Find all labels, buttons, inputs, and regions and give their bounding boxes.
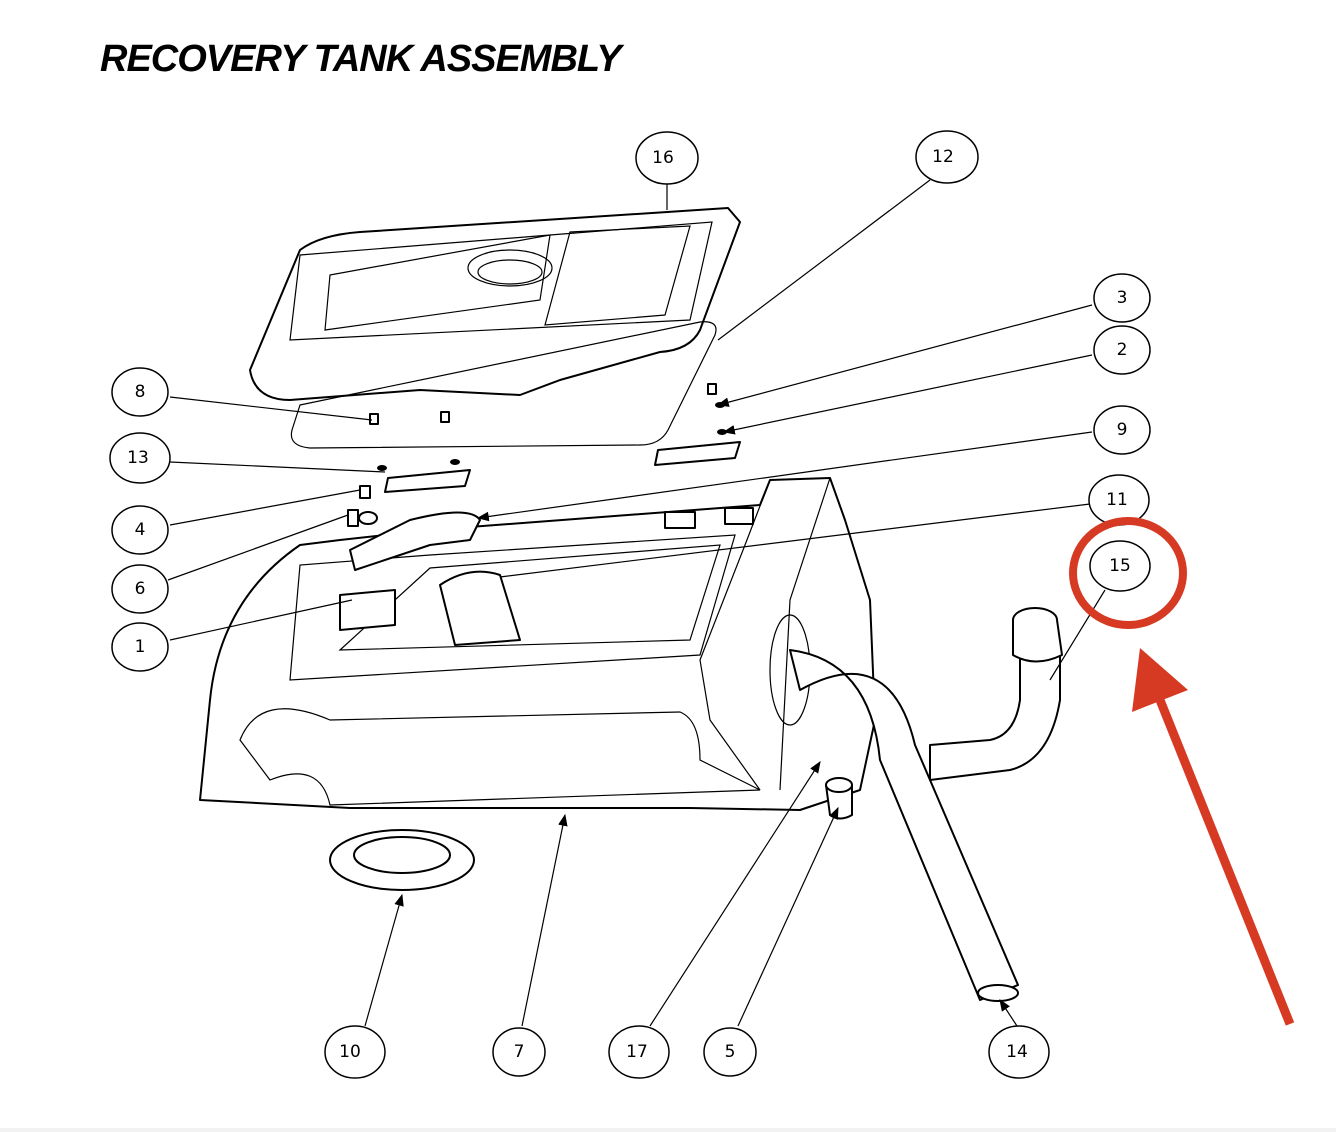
callout-12: 12 (915, 130, 979, 184)
callout-11: 11 (1088, 474, 1150, 526)
callout-label: 15 (1109, 556, 1131, 576)
callout-14: 14 (988, 1025, 1050, 1079)
callout-label: 13 (127, 448, 149, 468)
callout-6: 6 (111, 564, 169, 614)
callout-label: 11 (1106, 490, 1128, 510)
callout-label: 3 (1117, 288, 1128, 308)
plug-part (825, 777, 853, 820)
lid-part (249, 207, 741, 401)
callout-label: 14 (1006, 1042, 1028, 1062)
plate-part (654, 441, 741, 466)
highlight-circle (1069, 517, 1187, 629)
callout-17: 17 (608, 1025, 670, 1079)
callout-label: 16 (652, 148, 674, 168)
plate-part (384, 469, 471, 493)
callout-5: 5 (703, 1027, 757, 1077)
gasket-part (290, 321, 717, 449)
leader-lines (167, 179, 1106, 1027)
callout-label: 2 (1117, 340, 1128, 360)
page-bottom-edge (0, 1128, 1336, 1132)
highlight-annotation (1069, 517, 1295, 1026)
hose-part (789, 649, 1019, 1001)
diagram-title: RECOVERY TANK ASSEMBLY (100, 38, 622, 80)
highlight-arrow-shaft (1155, 698, 1295, 1026)
callout-label: 5 (725, 1042, 736, 1062)
callout-9: 9 (1093, 405, 1151, 455)
callout-2: 2 (1093, 325, 1151, 375)
callout-15: 15 (1089, 540, 1151, 592)
callout-label: 6 (135, 579, 146, 599)
callout-4: 4 (111, 505, 169, 555)
tank-body-part (199, 477, 876, 811)
callout-8: 8 (111, 367, 169, 417)
callout-label: 9 (1117, 420, 1128, 440)
callout-16: 16 (635, 131, 699, 185)
callout-7: 7 (492, 1027, 546, 1077)
callout-label: 1 (135, 637, 146, 657)
callout-label: 8 (135, 382, 146, 402)
callout-3: 3 (1093, 273, 1151, 323)
elbow-hose-part (929, 607, 1063, 781)
callout-label: 4 (135, 520, 146, 540)
callout-10: 10 (324, 1025, 386, 1079)
callout-13: 13 (109, 432, 171, 484)
callout-1: 1 (111, 622, 169, 672)
callout-label: 17 (626, 1042, 648, 1062)
callout-label: 7 (514, 1042, 525, 1062)
ring-part (329, 829, 475, 891)
highlight-arrow-head-icon (1132, 648, 1188, 712)
callout-label: 12 (932, 147, 954, 167)
callout-label: 10 (339, 1042, 361, 1062)
